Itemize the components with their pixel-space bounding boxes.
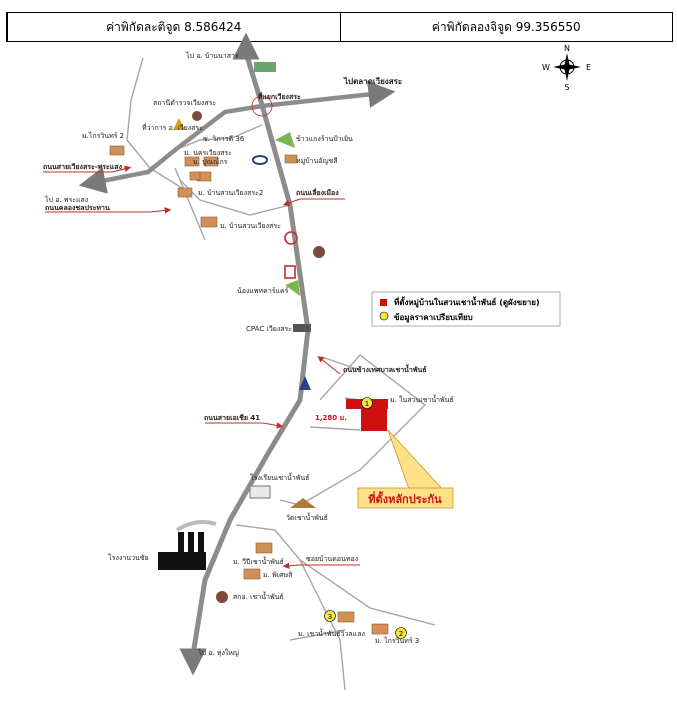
gas-station-sign-icon [254, 62, 276, 72]
legend-comparable-text: ข้อมูลราคาเปรียบเทียบ [394, 312, 473, 323]
school-label: โรงเรียนเชาน้ำพันธ์ [250, 471, 309, 482]
collateral-label: ที่ตั้งหลักประกัน [368, 491, 442, 506]
compass-s: S [564, 83, 569, 92]
pisit-label: ม. พิเศษสิ [263, 571, 293, 579]
to-market-label: ไปตลาดเวียงสระ [343, 76, 402, 86]
kaonai-label: ข้าวแกงร้านป้าเยิน [296, 135, 353, 143]
health-office-icon [216, 591, 228, 603]
legend-comparable-swatch [379, 311, 389, 321]
to-thungyai-label: ไป อ. ทุ่งใหญ่ [197, 648, 239, 657]
temple-icon [192, 111, 202, 121]
carcare-icon [285, 280, 300, 296]
district-office-label: ที่ว่าการ อ. เวียงสระ [142, 123, 203, 132]
road-municipality-label: ถนนข้างเทศบาลเชาน้ำพันธ์ [343, 363, 427, 374]
subject-location: 1 ที่ตั้งหลักประกัน [346, 397, 454, 509]
longitude-cell: ค่าพิกัดลองจิจูด 99.356550 [341, 13, 673, 41]
factory-icon [158, 520, 217, 570]
suanchiangsa-label: ม. บ้านสวนเวียงสระ [220, 222, 281, 230]
road-chiangsa-phrasaeng-label: ถนนสายเวียงสระ-พระแสง [43, 163, 123, 171]
school-icon [249, 485, 271, 499]
wipi-label: ม. วีปีเชาน้ำพันธ์ [233, 555, 284, 566]
distance-label: 1,280 ม. [315, 414, 347, 422]
comparable-markers: 3 2 [324, 610, 407, 639]
main-roads [78, 32, 396, 676]
suanchiangsa2-label: ม. บ้านสวนเวียงสระ2 [198, 189, 263, 197]
sakorn-label: สกอ. เชาน้ำพันธ์ [233, 590, 284, 601]
to-bannasan-label: ไป อ. บ้านนาสาร [185, 51, 239, 60]
pumakorn-label: ม. ปุณณ์กร [193, 158, 228, 166]
house-icons [109, 145, 389, 635]
temple-label: วัดเชาน้ำพันธ์ [286, 511, 328, 522]
landmark-icons [173, 62, 325, 603]
coordinate-header: ค่าพิกัดละติจูด 8.586424 ค่าพิกัดลองจิจู… [6, 12, 673, 42]
road-bypass-label: ถนนเลี่ยงเมือง [296, 187, 339, 197]
soi-bantonthong-label: ซอยบ้านดอนทอง [306, 555, 358, 563]
compass-n: N [564, 44, 570, 53]
gate-icon [284, 265, 296, 279]
fuel-drop-icon [299, 376, 311, 390]
temple-roof-icon [290, 498, 316, 508]
legend-subject-swatch [380, 299, 387, 306]
road-pointers [43, 165, 360, 570]
compass-rose-icon: N S E W [542, 44, 591, 92]
nakhon-chiangsa-label: ม. นครเวียงสระ [184, 149, 232, 157]
factory-label: โรงงานวนชัย [108, 553, 149, 562]
cpac-label: CPAC เวียงสระ [246, 325, 292, 333]
compass-w: W [542, 63, 550, 72]
cpac-plant-icon [293, 324, 311, 332]
esso-logo-icon [252, 155, 268, 165]
to-phrasaeng-label: ไป อ. พระแสง [44, 195, 88, 204]
kraisorn2-label: ม.ไกรวินทร์ 2 [82, 131, 124, 140]
toyota-logo-icon [284, 231, 298, 245]
anchali-label: หมู่บ้านอัญชลี [296, 157, 338, 165]
pagoda-icon [173, 118, 185, 130]
police-station-label: สถานีตำรวจเวียงสระ [153, 99, 216, 107]
carcare-label: น้องแพทคาร์แคร์ [237, 287, 289, 295]
rama36-label: ซ. วิภาวดี 36 [203, 135, 245, 143]
road-canal-label: ถนนคลองชลประทาน [45, 204, 110, 212]
restaurant-icon [275, 132, 295, 148]
intersection-label: สี่แยกเวียงสระ [257, 91, 301, 101]
suan-chaonam-label: ม. ในสวนเชาน้ำพันธ์ [390, 393, 454, 404]
compass-e: E [586, 63, 591, 72]
marker-3-label: 3 [328, 613, 332, 621]
shrine-icon [313, 246, 325, 258]
latitude-cell: ค่าพิกัดละติจูด 8.586424 [6, 13, 341, 41]
marker-2-label: 2 [399, 630, 403, 638]
intersection-marker [251, 95, 273, 117]
road-asia41-label: ถนนสายเอเชีย 41 [204, 414, 260, 422]
marker-1-label: 1 [365, 400, 369, 408]
chaonam-wipalaeng-label: ม. เชาน้ำพันธ์วิวลแลง [298, 627, 365, 638]
legend: ที่ตั้งหมู่บ้านในสวนเชาน้ำพันธ์ (ดูผังขย… [371, 291, 561, 327]
kraisorn3-label: ม. ไกรวินทร์ 3 [375, 636, 419, 645]
legend-subject-text: ที่ตั้งหมู่บ้านในสวนเชาน้ำพันธ์ (ดูผังขย… [394, 296, 540, 308]
